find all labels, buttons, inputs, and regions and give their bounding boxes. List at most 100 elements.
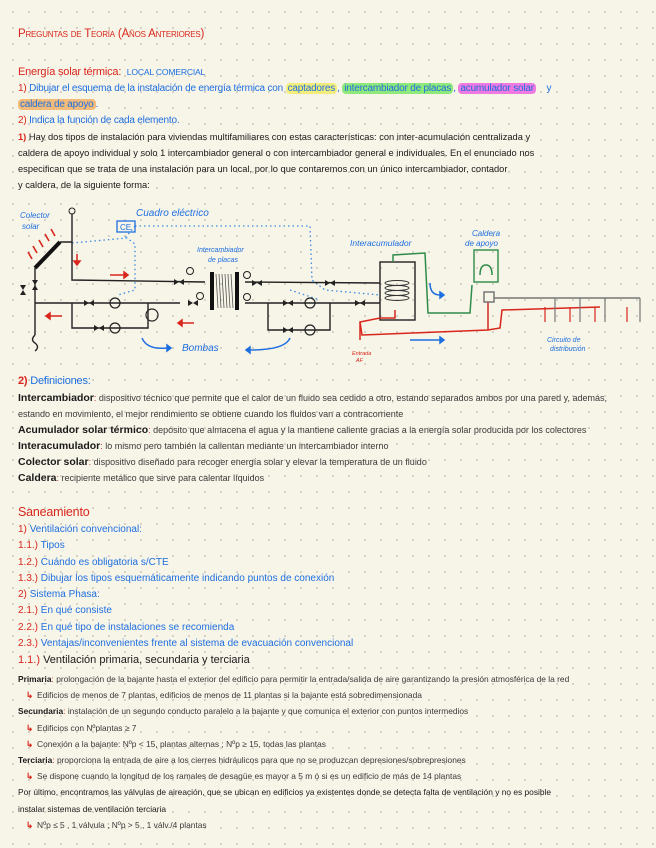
arrow-icon: ↳ xyxy=(26,690,34,701)
bombas-label: Bombas xyxy=(182,343,219,354)
definition-item: Caldera: recipiente metálico que sirve p… xyxy=(18,472,265,484)
question-item: 1.2.) Cuándo es obligatoria s/CTE xyxy=(18,555,638,571)
question-item: 2.3.) Ventajas/inconvenientes frente al … xyxy=(18,636,638,652)
note-line: Secundaria: instalación de un segundo co… xyxy=(18,706,469,717)
note-desc: instalar sistemas de ventilación terciar… xyxy=(18,803,167,814)
question-item: 1.1.) Ventilación primaria, secundaria y… xyxy=(18,652,638,668)
definition-desc: dispositivo técnico que permite que el c… xyxy=(98,393,608,403)
note-line: ↳Se dispone cuando la longitud de los ra… xyxy=(18,768,638,784)
control-wiring xyxy=(71,225,381,301)
plate-heat-exchanger xyxy=(210,272,239,310)
note-line: Terciaria: proporciona la entrada de air… xyxy=(18,755,466,766)
note-line: ↳Edificios de menos de 7 plantas, edific… xyxy=(18,687,638,703)
answer-line: caldera de apoyo individual y solo 1 int… xyxy=(18,148,535,158)
note-term: Primaria xyxy=(18,674,52,684)
arrow-icon: ↳ xyxy=(26,771,34,782)
distribution-taps xyxy=(544,298,641,322)
note-term: Terciaria xyxy=(18,755,53,766)
arrow-icon: ↳ xyxy=(26,738,34,749)
question-item: 2.2.) En qué tipo de instalaciones se re… xyxy=(18,620,638,636)
note-desc: Se dispone cuando la longitud de los ram… xyxy=(37,771,462,782)
page-title: Preguntas de Teoría (Años Anteriores) xyxy=(18,28,205,40)
definition-item: Intercambiador: dispositivo técnico que … xyxy=(18,392,608,404)
definition-term: Colector solar xyxy=(18,456,89,468)
flow-arrows xyxy=(44,254,194,328)
question-item: 1.1.) Tipos xyxy=(18,538,638,554)
question-1-number: 1) xyxy=(18,83,27,94)
question-number: 2) xyxy=(18,589,27,601)
definitions-heading-row: 2) Definiciones: xyxy=(18,375,91,387)
colector-label-2: solar xyxy=(22,222,40,231)
question-text: Sistema Phasa: xyxy=(29,589,100,601)
solar-heading: Energía solar térmica: xyxy=(18,66,122,78)
pumps xyxy=(109,297,316,336)
question-item: 1) Ventilación convencional: xyxy=(18,522,638,538)
note-desc: Edificios con Nºplantas ≥ 7 xyxy=(37,722,137,733)
arrow-icon: ↳ xyxy=(26,819,34,830)
question-item: 1.3.) Dibujar los tipos esquemáticamente… xyxy=(18,571,638,587)
note-desc: Edificios de menos de 7 plantas, edifici… xyxy=(37,690,422,701)
definition-term: Interacumulador xyxy=(18,440,101,452)
pressure-gauges xyxy=(68,207,251,301)
answer-line: y caldera, de la siguiente forma: xyxy=(18,180,150,190)
separator: , xyxy=(337,83,340,94)
question-1-text: Dibujar el esquema de la instalación de … xyxy=(29,83,284,94)
definition-item: Colector solar: dispositivo diseñado par… xyxy=(18,456,427,468)
question-number: 1.2.) xyxy=(18,556,39,568)
interacumulador-label: Interacumulador xyxy=(350,238,413,248)
entrada-labels: Entrada AF xyxy=(352,351,371,364)
answer-1: 1) Hay dos tipos de instalación para viv… xyxy=(18,129,638,193)
separator: , xyxy=(453,83,456,94)
note-desc: Nºp ≤ 5 , 1 válvula ; Nºp > 5 , 1 válv./… xyxy=(37,819,207,830)
saneamiento-heading: Saneamiento xyxy=(18,505,90,519)
note-line: ↳Conexión a la bajante: Nºp < 15, planta… xyxy=(18,736,638,752)
definitions-number: 2) xyxy=(18,375,28,387)
definition-term: Intercambiador xyxy=(18,392,94,404)
definition-desc: estando en movimiento, el mejor rendimie… xyxy=(18,409,404,419)
definition-desc: lo mismo pero también la calientan media… xyxy=(105,441,389,451)
hot-water-pipes xyxy=(359,300,601,340)
question-2: 2) Indica la función de cada elemento. xyxy=(18,115,180,126)
question-text: Ventajas/inconvenientes frente al sistem… xyxy=(40,638,354,650)
note-line: Por último, encontramos las válvulas de … xyxy=(18,784,638,800)
question-text: Tipos xyxy=(40,540,65,552)
question-1: 1) Dibujar el esquema de la instalación … xyxy=(18,83,552,94)
solar-collector xyxy=(27,228,62,270)
note-desc: proporciona la entrada de aire a los cie… xyxy=(56,755,466,766)
intercambiador-label-1: Intercambiador xyxy=(197,247,244,254)
note-line: instalar sistemas de ventilación terciar… xyxy=(18,801,638,817)
question-2-text: Indica la función de cada elemento. xyxy=(29,115,180,126)
note-desc: Por último, encontramos las válvulas de … xyxy=(18,787,552,798)
electrical-panel-box: CE xyxy=(116,220,136,233)
diagram-labels: Colector solar Cuadro eléctrico Intercam… xyxy=(20,208,586,354)
question-number: 1) xyxy=(18,524,27,535)
entrada-label-2: AF xyxy=(355,358,364,364)
caldera-label-2: de apoyo xyxy=(465,239,498,248)
question-text: Dibujar los tipos esquemáticamente indic… xyxy=(40,572,335,584)
note-desc: Conexión a la bajante: Nºp < 15, plantas… xyxy=(37,738,326,749)
boiler-circuit-pipes xyxy=(392,249,499,314)
question-number: 2.2.) xyxy=(18,621,39,633)
note-desc: prolongación de la bajante hasta el exte… xyxy=(56,674,570,684)
question-number: 1.1.) xyxy=(18,540,39,552)
highlight-captadores: captadores xyxy=(285,83,338,94)
question-text: En qué tipo de instalaciones se recomien… xyxy=(40,621,235,633)
saneamiento-questions: 1) Ventilación convencional: 1.1.) Tipos… xyxy=(18,522,638,669)
highlight-intercambiador: intercambiador de placas xyxy=(342,83,454,94)
answer-1-number: 1) xyxy=(18,132,27,142)
question-item: 2.1.) En qué consiste xyxy=(18,603,638,619)
answer-line: Hay dos tipos de instalación para vivien… xyxy=(28,132,531,142)
solar-heading-row: Energía solar térmica: LOCAL COMERCIAL xyxy=(18,66,205,78)
definition-item: Acumulador solar térmico: depósito que a… xyxy=(18,424,587,436)
question-item: 2) Sistema Phasa: xyxy=(18,587,638,603)
distribution-pipes xyxy=(483,291,640,303)
note-desc: instalación de un segundo conducto paral… xyxy=(67,706,469,717)
question-text: Ventilación convencional: xyxy=(29,524,142,535)
definition-desc: dispositivo diseñado para recoger energí… xyxy=(93,457,427,467)
highlight-caldera: caldera de apoyo xyxy=(18,99,96,110)
interacumulador-tank xyxy=(379,261,416,321)
primary-circuit-pipes xyxy=(31,211,381,352)
definition-item: estando en movimiento, el mejor rendimie… xyxy=(18,406,638,422)
question-text: En qué consiste xyxy=(40,605,112,617)
circuito-label-1: Circuito de xyxy=(547,337,581,344)
